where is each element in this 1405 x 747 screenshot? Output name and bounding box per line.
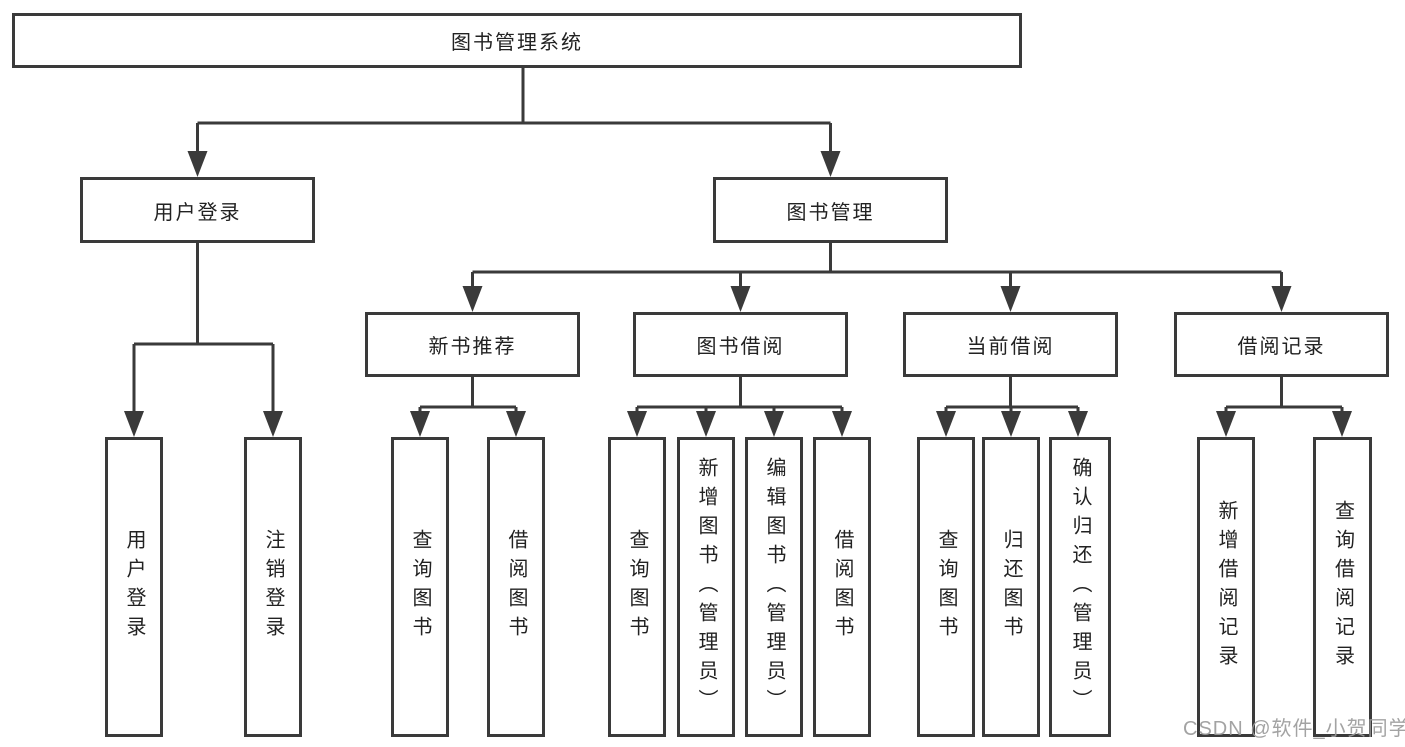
watermark: CSDN @软件_小贺同学	[1183, 718, 1405, 740]
node-current-borrowing: 当前借阅	[903, 312, 1118, 377]
leaf-borrow-books-newbooks: 借阅图书	[487, 437, 545, 737]
leaf-add-borrow-record: 新增借阅记录	[1197, 437, 1255, 737]
node-book-management: 图书管理	[713, 177, 948, 243]
leaf-query-borrow-record: 查询借阅记录	[1313, 437, 1372, 737]
node-new-book-recommendation: 新书推荐	[365, 312, 580, 377]
node-library-system: 图书管理系统	[12, 13, 1022, 68]
leaf-confirm-return-admin: 确认归还（管理员）	[1049, 437, 1111, 737]
leaf-borrow-books-borrowing: 借阅图书	[813, 437, 871, 737]
leaf-query-books-borrowing: 查询图书	[608, 437, 666, 737]
leaf-query-books-newbooks: 查询图书	[391, 437, 449, 737]
leaf-user-login: 用户登录	[105, 437, 163, 737]
leaf-add-books-admin: 新增图书（管理员）	[677, 437, 735, 737]
node-user-login: 用户登录	[80, 177, 315, 243]
arrowheads	[124, 151, 1352, 437]
leaf-edit-books-admin: 编辑图书（管理员）	[745, 437, 803, 737]
leaf-return-books: 归还图书	[982, 437, 1040, 737]
leaf-logout: 注销登录	[244, 437, 302, 737]
leaf-query-books-current: 查询图书	[917, 437, 975, 737]
node-borrowing-records: 借阅记录	[1174, 312, 1389, 377]
node-book-borrowing: 图书借阅	[633, 312, 848, 377]
